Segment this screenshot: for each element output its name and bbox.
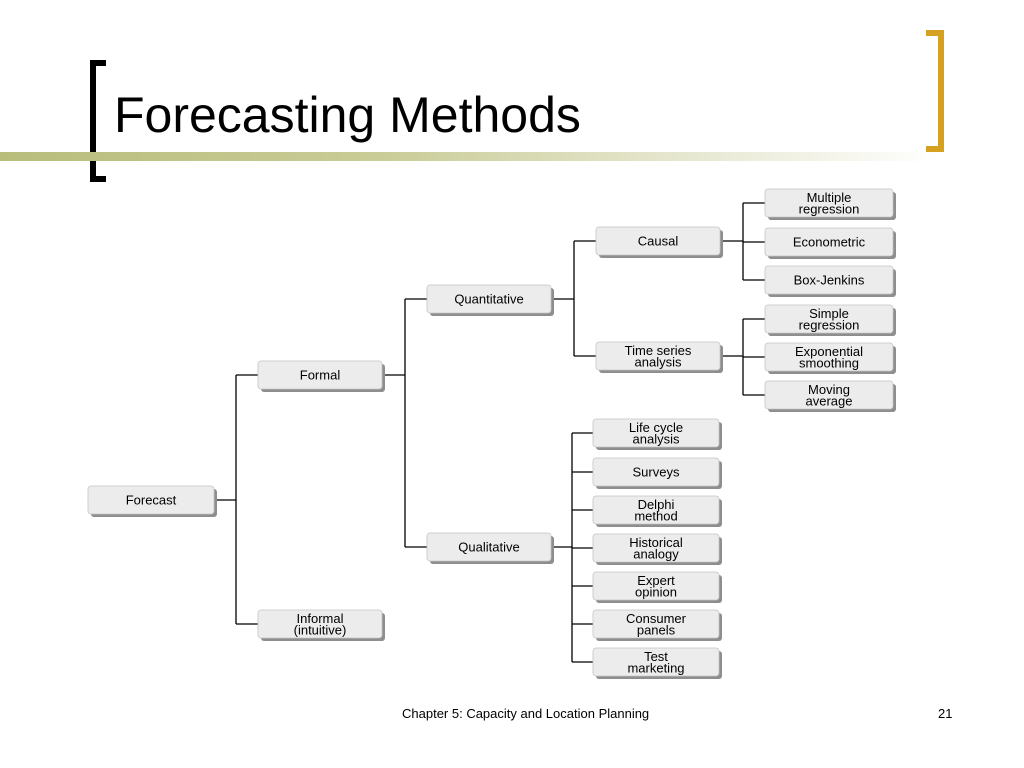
- node-box: [592, 533, 720, 563]
- node-box: [592, 647, 720, 677]
- node-box-jenkins: Box-Jenkins: [764, 265, 896, 297]
- node-box: [764, 304, 894, 334]
- node-label: Historical: [629, 535, 683, 550]
- title-underline-bar: [0, 152, 940, 161]
- node-econometric: Econometric: [764, 227, 896, 259]
- node-label: Qualitative: [458, 540, 519, 555]
- node-label: Box-Jenkins: [794, 273, 865, 288]
- node-box: [426, 532, 552, 562]
- slide-title: Forecasting Methods: [114, 87, 581, 143]
- title-bracket-left: [90, 60, 106, 182]
- node-label: Formal: [300, 368, 341, 383]
- node-label: Informal: [297, 611, 344, 626]
- node-label: Exponential: [795, 344, 863, 359]
- node-label: analysis: [633, 431, 680, 446]
- node-box: [764, 188, 894, 218]
- node-label: Quantitative: [454, 292, 523, 307]
- node-label: panels: [637, 622, 676, 637]
- node-box: [87, 485, 215, 515]
- node-box: [592, 495, 720, 525]
- node-informal: Informal(intuitive): [257, 609, 385, 641]
- node-quantitative: Quantitative: [426, 284, 554, 316]
- node-box: [764, 227, 894, 257]
- node-label: marketing: [627, 660, 684, 675]
- node-label: average: [806, 393, 853, 408]
- node-label: Econometric: [793, 235, 866, 250]
- node-label: Life cycle: [629, 420, 683, 435]
- node-label: Multiple: [807, 190, 852, 205]
- node-box: [764, 342, 894, 372]
- node-box: [426, 284, 552, 314]
- node-box: [257, 360, 383, 390]
- node-label: Forecast: [126, 493, 177, 508]
- node-label: Expert: [637, 573, 675, 588]
- node-box: [257, 609, 383, 639]
- title-bracket-right: [926, 30, 944, 152]
- node-label: Delphi: [638, 497, 675, 512]
- node-label: regression: [799, 201, 860, 216]
- node-surveys: Surveys: [592, 457, 722, 489]
- node-label: Time series: [625, 343, 692, 358]
- node-label: Moving: [808, 382, 850, 397]
- node-qualitative: Qualitative: [426, 532, 554, 564]
- node-label: Simple: [809, 306, 849, 321]
- node-box: [592, 457, 720, 487]
- node-label: Test: [644, 649, 668, 664]
- node-label: opinion: [635, 584, 677, 599]
- node-box: [595, 226, 721, 256]
- node-label: (intuitive): [294, 622, 347, 637]
- node-label: smoothing: [799, 355, 859, 370]
- node-box: [764, 380, 894, 410]
- node-formal: Formal: [257, 360, 385, 392]
- node-causal: Causal: [595, 226, 723, 258]
- node-label: Causal: [638, 234, 679, 249]
- node-box: [592, 418, 720, 448]
- node-box: [764, 265, 894, 295]
- node-label: analogy: [633, 546, 679, 561]
- node-label: Consumer: [626, 611, 687, 626]
- node-label: regression: [799, 317, 860, 332]
- node-box: [592, 609, 720, 639]
- footer-chapter-title: Chapter 5: Capacity and Location Plannin…: [402, 706, 650, 721]
- footer-page-number: 21: [938, 706, 953, 721]
- node-label: Surveys: [633, 465, 680, 480]
- node-forecast: Forecast: [87, 485, 217, 517]
- node-label: method: [634, 508, 677, 523]
- node-label: analysis: [635, 354, 682, 369]
- node-box: [595, 341, 721, 371]
- node-box: [592, 571, 720, 601]
